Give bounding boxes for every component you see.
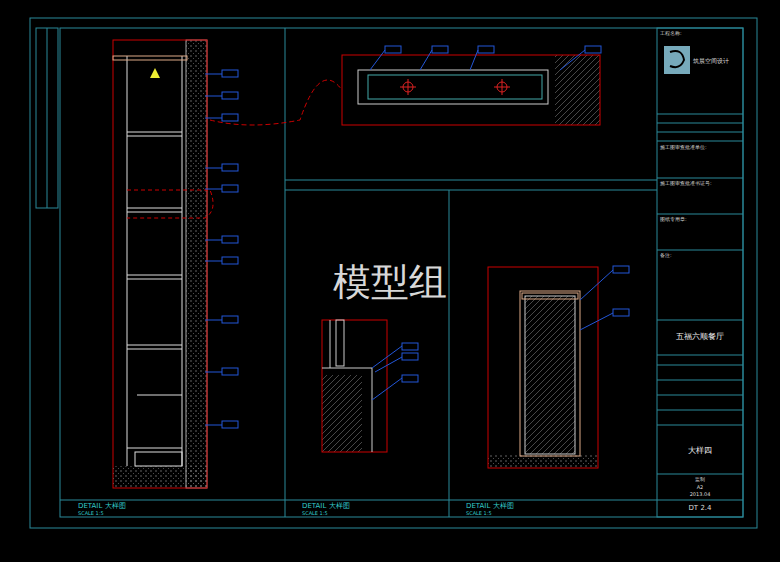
field-label: 图纸专用章: [660, 217, 687, 223]
field-label: 工程名称: [660, 31, 682, 37]
field-label: 施工图审查批准书证号: [660, 181, 712, 187]
company-name: 筑晨空间设计 [693, 58, 729, 65]
drawing-name: 大样四 [688, 447, 712, 456]
field-label: 备注: [660, 253, 672, 259]
scale-note: SCALE 1:5 [466, 511, 492, 517]
field-label: 施工图审查批准单位: [660, 145, 707, 151]
detail-title: DETAIL 大样图 [302, 503, 350, 511]
watermark: 模型组 [333, 262, 447, 304]
title-cell: 2013.04 [690, 492, 711, 498]
project-name: 五福六顺餐厅 [676, 333, 724, 342]
scale-note: SCALE 1:5 [78, 511, 104, 517]
detail-title: DETAIL 大样图 [78, 503, 126, 511]
title-cell: A2 [697, 485, 704, 491]
scale-note: SCALE 1:5 [302, 511, 328, 517]
drawing-number: DT 2.4 [688, 505, 711, 513]
title-cell: 监制 [695, 477, 705, 483]
detail-title: DETAIL 大样图 [466, 503, 514, 511]
